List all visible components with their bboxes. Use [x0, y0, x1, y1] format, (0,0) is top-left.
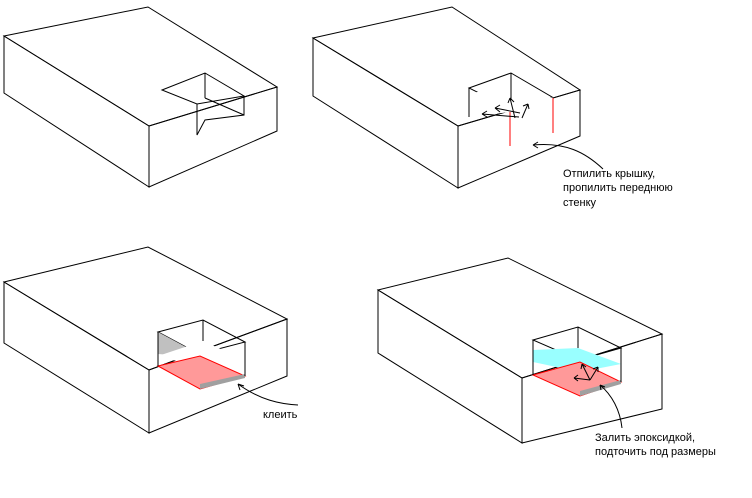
block-glue: клеить [2, 246, 299, 434]
cut-arrows [481, 97, 604, 170]
block3-front-face [148, 318, 288, 434]
epoxy-fill [533, 348, 621, 372]
block-epoxy: Залить эпоксидкой, подточить под размеры [376, 257, 716, 458]
step2-label-line2: пропилить переднюю [563, 182, 673, 194]
block2-left-face [312, 37, 459, 189]
block1-top-face [2, 6, 279, 127]
glue-pad [531, 361, 623, 397]
block3-left-face [3, 281, 150, 434]
epoxy-arrows [573, 363, 623, 429]
block2-cut-pocket [467, 72, 554, 146]
step2-label-line3: стенку [563, 197, 597, 209]
plate [200, 374, 245, 389]
block3-pocket [156, 319, 247, 390]
step3-label: клеить [263, 409, 298, 421]
block1-front-face [148, 86, 278, 188]
block4-front-face [521, 333, 663, 444]
block-notched [2, 6, 279, 188]
step2-label-line1: Отпилить крышку, [563, 168, 655, 180]
cut-opening [469, 84, 553, 146]
block1-notch [160, 72, 246, 136]
block-cut: Отпилить крышку, пропилить переднюю стен… [311, 6, 673, 209]
step4-label-line2: подточить под размеры [595, 446, 716, 458]
block1-left-face [3, 35, 150, 188]
step4-label-line1: Залить эпоксидкой, [595, 432, 695, 444]
block4-top-face [376, 257, 664, 379]
block4-pocket [531, 326, 623, 397]
block4-left-face [377, 289, 523, 444]
glue-arrow [237, 383, 299, 406]
